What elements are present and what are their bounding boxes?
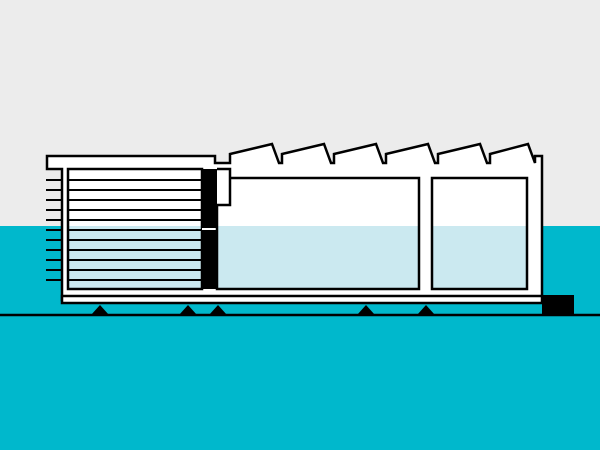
slat-chamber-water <box>68 226 202 289</box>
triangle-support-icon <box>357 305 375 315</box>
slat-stubs <box>46 179 62 281</box>
triangle-support-icon <box>209 305 227 315</box>
right-tank-water <box>432 226 527 289</box>
middle-tank-frame <box>215 167 421 291</box>
supports <box>91 305 435 315</box>
triangle-support-icon <box>179 305 197 315</box>
hull-base <box>60 294 544 305</box>
triangle-support-icon <box>91 305 109 315</box>
end-block <box>542 295 574 315</box>
divider-wall <box>202 169 217 289</box>
middle-tank-water <box>217 226 419 289</box>
middle-tank <box>215 167 421 291</box>
right-tank <box>430 176 529 291</box>
right-tank-frame <box>430 176 529 291</box>
slat-chamber <box>46 167 204 291</box>
slats <box>68 179 202 281</box>
triangle-support-icon <box>417 305 435 315</box>
